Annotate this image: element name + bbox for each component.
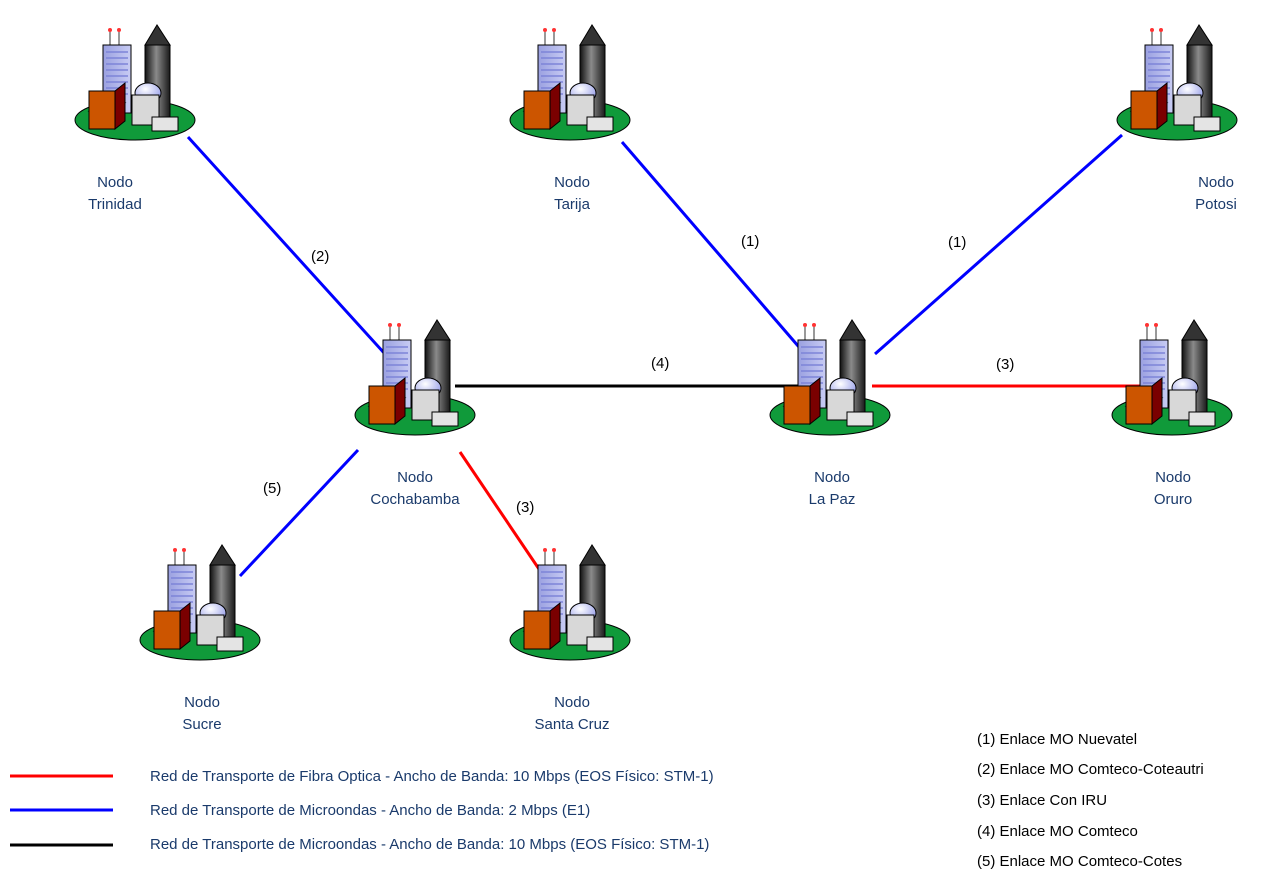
link-key-item: (5) Enlace MO Comteco-Cotes bbox=[977, 853, 1182, 870]
city-buildings-icon bbox=[354, 319, 476, 436]
node-cochabamba: Nodo Cochabamba bbox=[354, 319, 476, 508]
link-label-trinidad-cochabamba: (2) bbox=[311, 248, 329, 265]
node-potosi-line1: Nodo bbox=[1198, 174, 1234, 191]
link-key-item: (2) Enlace MO Comteco-Coteautri bbox=[977, 761, 1204, 778]
link-cochabamba-santacruz bbox=[458, 451, 545, 576]
node-cochabamba-line1: Nodo bbox=[397, 469, 433, 486]
link-key-item: (3) Enlace Con IRU bbox=[977, 792, 1107, 809]
node-oruro-line2: Oruro bbox=[1154, 491, 1192, 508]
legend-fiber-label: Red de Transporte de Fibra Optica - Anch… bbox=[150, 768, 714, 785]
node-santacruz-line2: Santa Cruz bbox=[534, 716, 609, 733]
city-buildings-icon bbox=[1116, 24, 1238, 141]
node-trinidad: Nodo Trinidad bbox=[74, 24, 196, 213]
link-key-item: (1) Enlace MO Nuevatel bbox=[977, 731, 1137, 748]
link-label-tarija-lapaz: (1) bbox=[741, 233, 759, 250]
city-buildings-icon bbox=[509, 544, 631, 661]
city-buildings-icon bbox=[509, 24, 631, 141]
link-label-potosi-lapaz: (1) bbox=[948, 234, 966, 251]
legend: Red de Transporte de Fibra Optica - Anch… bbox=[10, 768, 714, 853]
link-cochabamba-sucre bbox=[238, 448, 360, 578]
node-potosi-line2: Potosi bbox=[1195, 196, 1237, 213]
node-tarija-line2: Tarija bbox=[554, 196, 591, 213]
node-trinidad-line1: Nodo bbox=[97, 174, 133, 191]
node-sucre: Nodo Sucre bbox=[139, 544, 261, 733]
node-cochabamba-line2: Cochabamba bbox=[370, 491, 460, 508]
node-oruro: Nodo Oruro bbox=[1111, 319, 1233, 508]
node-lapaz: Nodo La Paz bbox=[769, 319, 891, 508]
node-potosi: Nodo Potosi bbox=[1116, 24, 1238, 213]
legend-microwave-2mbps-label: Red de Transporte de Microondas - Ancho … bbox=[150, 802, 590, 819]
node-sucre-line1: Nodo bbox=[184, 694, 220, 711]
link-key: (1) Enlace MO Nuevatel (2) Enlace MO Com… bbox=[977, 731, 1204, 870]
city-buildings-icon bbox=[769, 319, 891, 436]
link-trinidad-cochabamba bbox=[186, 135, 387, 356]
link-label-lapaz-oruro: (3) bbox=[996, 356, 1014, 373]
link-tarija-lapaz bbox=[620, 141, 807, 355]
link-label-cochabamba-santacruz: (3) bbox=[516, 499, 534, 516]
link-label-cochabamba-sucre: (5) bbox=[263, 480, 281, 497]
node-lapaz-line1: Nodo bbox=[814, 469, 850, 486]
node-sucre-line2: Sucre bbox=[182, 716, 221, 733]
city-buildings-icon bbox=[1111, 319, 1233, 436]
link-label-cochabamba-lapaz: (4) bbox=[651, 355, 669, 372]
node-trinidad-line2: Trinidad bbox=[88, 196, 142, 213]
node-santacruz: Nodo Santa Cruz bbox=[509, 544, 631, 733]
node-lapaz-line2: La Paz bbox=[809, 491, 856, 508]
city-buildings-icon bbox=[139, 544, 261, 661]
city-buildings-icon bbox=[74, 24, 196, 141]
node-oruro-line1: Nodo bbox=[1155, 469, 1191, 486]
link-potosi-lapaz bbox=[874, 133, 1123, 356]
link-key-item: (4) Enlace MO Comteco bbox=[977, 823, 1138, 840]
legend-microwave-10mbps-label: Red de Transporte de Microondas - Ancho … bbox=[150, 836, 709, 853]
links bbox=[186, 133, 1145, 578]
node-santacruz-line1: Nodo bbox=[554, 694, 590, 711]
node-tarija: Nodo Tarija bbox=[509, 24, 631, 213]
node-tarija-line1: Nodo bbox=[554, 174, 590, 191]
